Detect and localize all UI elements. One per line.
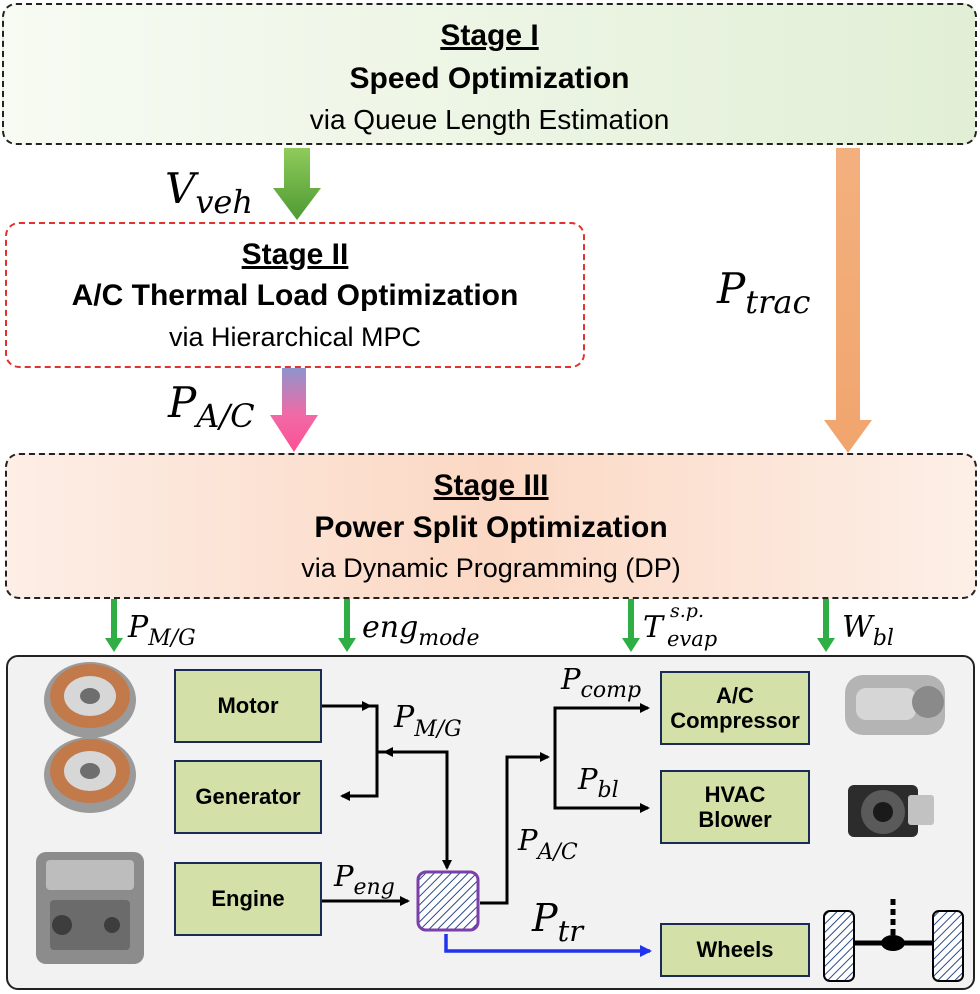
peng-label: Peng: [333, 859, 395, 900]
engmode-control-label: engmode: [362, 610, 480, 651]
ac-branch-to-blower: [553, 757, 650, 813]
tevap-control-arrow: [622, 599, 640, 652]
stage-2-method: via Hierarchical MPC: [168, 322, 422, 352]
engine-illustration: [36, 852, 144, 964]
wbl-control-label: Wbl: [842, 610, 894, 651]
junction-to-ac: [480, 752, 550, 905]
stage-1-name: Speed Optimization: [349, 62, 630, 95]
hvac-blower-label-1: HVAC: [704, 781, 766, 807]
control-arrows: [105, 599, 835, 652]
power-split-junction: [416, 870, 480, 932]
vveh-label: Vveh: [165, 164, 253, 221]
wheels-block: Wheels: [660, 923, 810, 977]
stage-1-box: Stage I Speed Optimization via Queue Len…: [2, 3, 977, 145]
stage-3-name: Power Split Optimization: [314, 511, 668, 544]
junction-to-wheels: [444, 934, 652, 957]
ac-compressor-label-1: A/C: [716, 682, 754, 708]
engine-label: Engine: [211, 886, 285, 912]
ptrac-label: Ptrac: [716, 264, 811, 321]
bus-to-junction: [377, 750, 452, 870]
ptr-label: Ptr: [531, 896, 585, 948]
power-flow-lines: [322, 701, 650, 906]
motor-to-bus: [322, 704, 379, 801]
stage-2-title: Stage II: [241, 238, 349, 271]
wbl-control-arrow: [817, 599, 835, 652]
motor-block: Motor: [174, 669, 322, 743]
vveh-arrow: [273, 148, 321, 220]
stage-3-box: Stage III Power Split Optimization via D…: [5, 453, 977, 599]
wheels-axle-icon: [823, 898, 964, 982]
pmg-control-arrow: [105, 599, 123, 652]
engine-block: Engine: [174, 862, 322, 936]
wheels-label: Wheels: [696, 937, 774, 963]
pbl-label: Pbl: [577, 762, 619, 803]
generator-illustration: [44, 737, 136, 813]
ac-compressor-block: A/C Compressor: [660, 671, 810, 745]
pac-label: PA/C: [167, 378, 255, 435]
generator-block: Generator: [174, 760, 322, 834]
pac-arrow: [270, 368, 318, 452]
pcomp-label: Pcomp: [560, 662, 641, 703]
ac-compressor-label-2: Compressor: [670, 708, 800, 733]
ac-branch-to-compressor: [553, 703, 650, 757]
hvac-blower-block: HVAC Blower: [660, 770, 810, 844]
powertrain-panel: [6, 655, 975, 990]
stage-3-method: via Dynamic Programming (DP): [301, 553, 681, 583]
hvac-blower-label-2: Blower: [698, 807, 772, 832]
engmode-control-arrow: [338, 599, 356, 652]
pmg-control-label: PM/G: [127, 610, 196, 651]
stage-3-title: Stage III: [433, 469, 549, 502]
pmg-flow-label: PM/G: [393, 700, 462, 742]
pac-flow-label: PA/C: [517, 823, 578, 865]
generator-label: Generator: [195, 784, 301, 810]
motor-illustration: [44, 662, 136, 738]
blower-illustration: [848, 785, 934, 837]
stage-2-box: Stage II A/C Thermal Load Optimization v…: [5, 222, 585, 368]
stage-2-name: A/C Thermal Load Optimization: [71, 279, 519, 312]
stage-1-method: via Queue Length Estimation: [309, 104, 670, 135]
stage-1-title: Stage I: [440, 19, 539, 52]
compressor-illustration: [845, 675, 945, 735]
motor-label: Motor: [217, 693, 279, 719]
ptrac-arrow: [824, 148, 872, 453]
